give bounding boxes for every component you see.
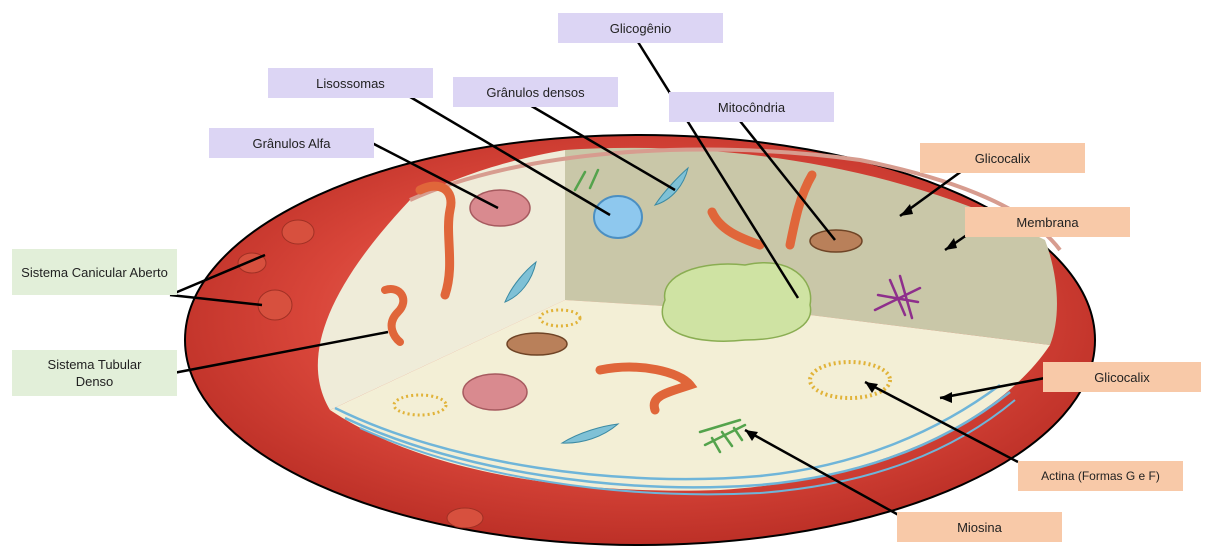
label-granulos-densos: Grânulos densos — [453, 77, 618, 107]
label-granulos-alfa: Grânulos Alfa — [209, 128, 374, 158]
label-actina: Actina (Formas G e F) — [1018, 461, 1183, 491]
label-membrana: Membrana — [965, 207, 1130, 237]
alpha-granule — [470, 190, 530, 226]
lysosome — [594, 196, 642, 238]
label-glicocalix-top: Glicocalix — [920, 143, 1085, 173]
mitochondrion — [507, 333, 567, 355]
label-glicocalix-right: Glicocalix — [1043, 362, 1201, 392]
label-glicogenio: Glicogênio — [558, 13, 723, 43]
label-sistema-tubular: Sistema Tubular Denso — [12, 350, 177, 396]
label-mitocondria: Mitocôndria — [669, 92, 834, 122]
canalicular-pocket — [447, 508, 483, 528]
canalicular-pocket — [282, 220, 314, 244]
label-sistema-canicular: Sistema Canicular Aberto — [12, 249, 177, 295]
label-miosina: Miosina — [897, 512, 1062, 542]
label-lisossomas: Lisossomas — [268, 68, 433, 98]
mitochondrion — [810, 230, 862, 252]
glycogen-cluster — [662, 263, 810, 341]
alpha-granule — [463, 374, 527, 410]
canalicular-pocket — [258, 290, 292, 320]
